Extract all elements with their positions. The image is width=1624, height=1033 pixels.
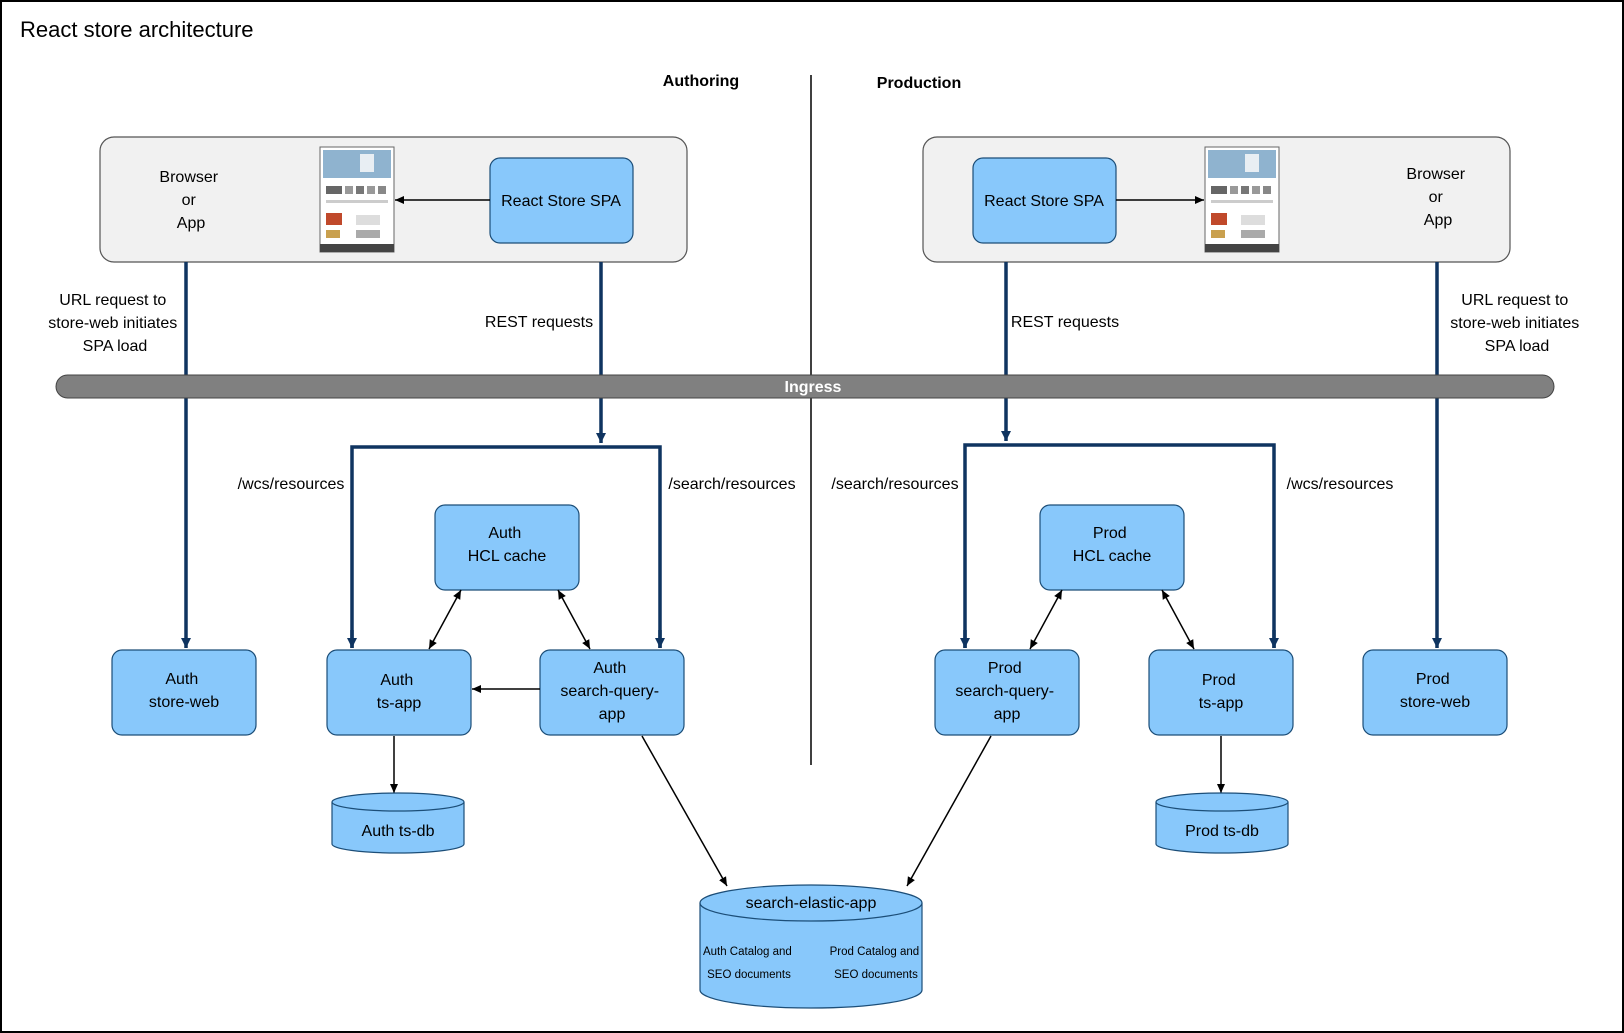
prod-catalog-docs-label: Prod Catalog and SEO documents — [830, 946, 923, 981]
ingress-label: Ingress — [785, 379, 842, 396]
prod-ts-app-label: Prod ts-app — [1199, 672, 1244, 712]
production-heading: Production — [877, 75, 961, 92]
prod-ts-cache-arrow — [1161, 589, 1195, 650]
auth-routing-lines — [350, 445, 662, 648]
diagram-title: React store architecture — [20, 17, 254, 42]
auth-rest-requests-label: REST requests — [485, 314, 593, 331]
prod-store-web-label: Prod store-web — [1400, 671, 1470, 711]
auth-search-query-app-label: Auth search-query- app — [560, 660, 663, 723]
authoring-heading: Authoring — [663, 73, 739, 90]
prod-store-web — [1362, 649, 1508, 736]
auth-search-path-label: /search/resources — [668, 476, 795, 493]
prod-search-query-app-label: Prod search-query- app — [955, 660, 1058, 723]
search-elastic-app — [699, 884, 923, 1009]
prod-react-store-spa-label: React Store SPA — [984, 193, 1104, 210]
auth-search-query-app — [539, 649, 685, 736]
search-elastic-app-label: search-elastic-app — [746, 895, 877, 912]
auth-react-store-spa-label: React Store SPA — [501, 193, 621, 210]
prod-rest-requests-label: REST requests — [1011, 314, 1119, 331]
auth-browser-label: Browser or App — [159, 169, 222, 232]
auth-store-page-thumbnail — [319, 146, 395, 253]
auth-store-web-label: Auth store-web — [149, 671, 219, 711]
auth-hcl-cache-label: Auth HCL cache — [468, 525, 547, 565]
auth-ts-db-label: Auth ts-db — [362, 823, 435, 840]
prod-routing-lines — [963, 443, 1276, 648]
auth-search-to-elastic-arrow — [641, 735, 728, 887]
auth-ts-db — [331, 792, 465, 854]
auth-ts-cache-arrow — [428, 589, 462, 650]
auth-ts-app-label: Auth ts-app — [377, 672, 422, 712]
prod-ts-app — [1148, 649, 1294, 736]
prod-wcs-path-label: /wcs/resources — [1287, 476, 1394, 493]
auth-search-cache-arrow — [557, 589, 591, 650]
auth-hcl-cache — [434, 504, 580, 591]
prod-ts-db-label: Prod ts-db — [1185, 823, 1259, 840]
auth-url-request-label: URL request to store-web initiates SPA l… — [48, 292, 181, 355]
prod-search-cache-arrow — [1029, 589, 1063, 650]
prod-browser-label: Browser or App — [1406, 166, 1469, 229]
prod-search-query-app — [934, 649, 1080, 736]
prod-hcl-cache — [1039, 504, 1185, 591]
ingress-bar — [55, 374, 1555, 399]
prod-search-path-label: /search/resources — [831, 476, 958, 493]
auth-store-web — [111, 649, 257, 736]
prod-hcl-cache-label: Prod HCL cache — [1073, 525, 1152, 565]
auth-wcs-path-label: /wcs/resources — [238, 476, 345, 493]
prod-store-page-thumbnail — [1204, 146, 1280, 253]
prod-search-to-elastic-arrow — [906, 735, 992, 887]
prod-ts-db — [1155, 792, 1289, 854]
auth-catalog-docs-label: Auth Catalog and SEO documents — [703, 946, 795, 981]
auth-ts-app — [326, 649, 472, 736]
prod-url-request-label: URL request to store-web initiates SPA l… — [1450, 292, 1583, 355]
